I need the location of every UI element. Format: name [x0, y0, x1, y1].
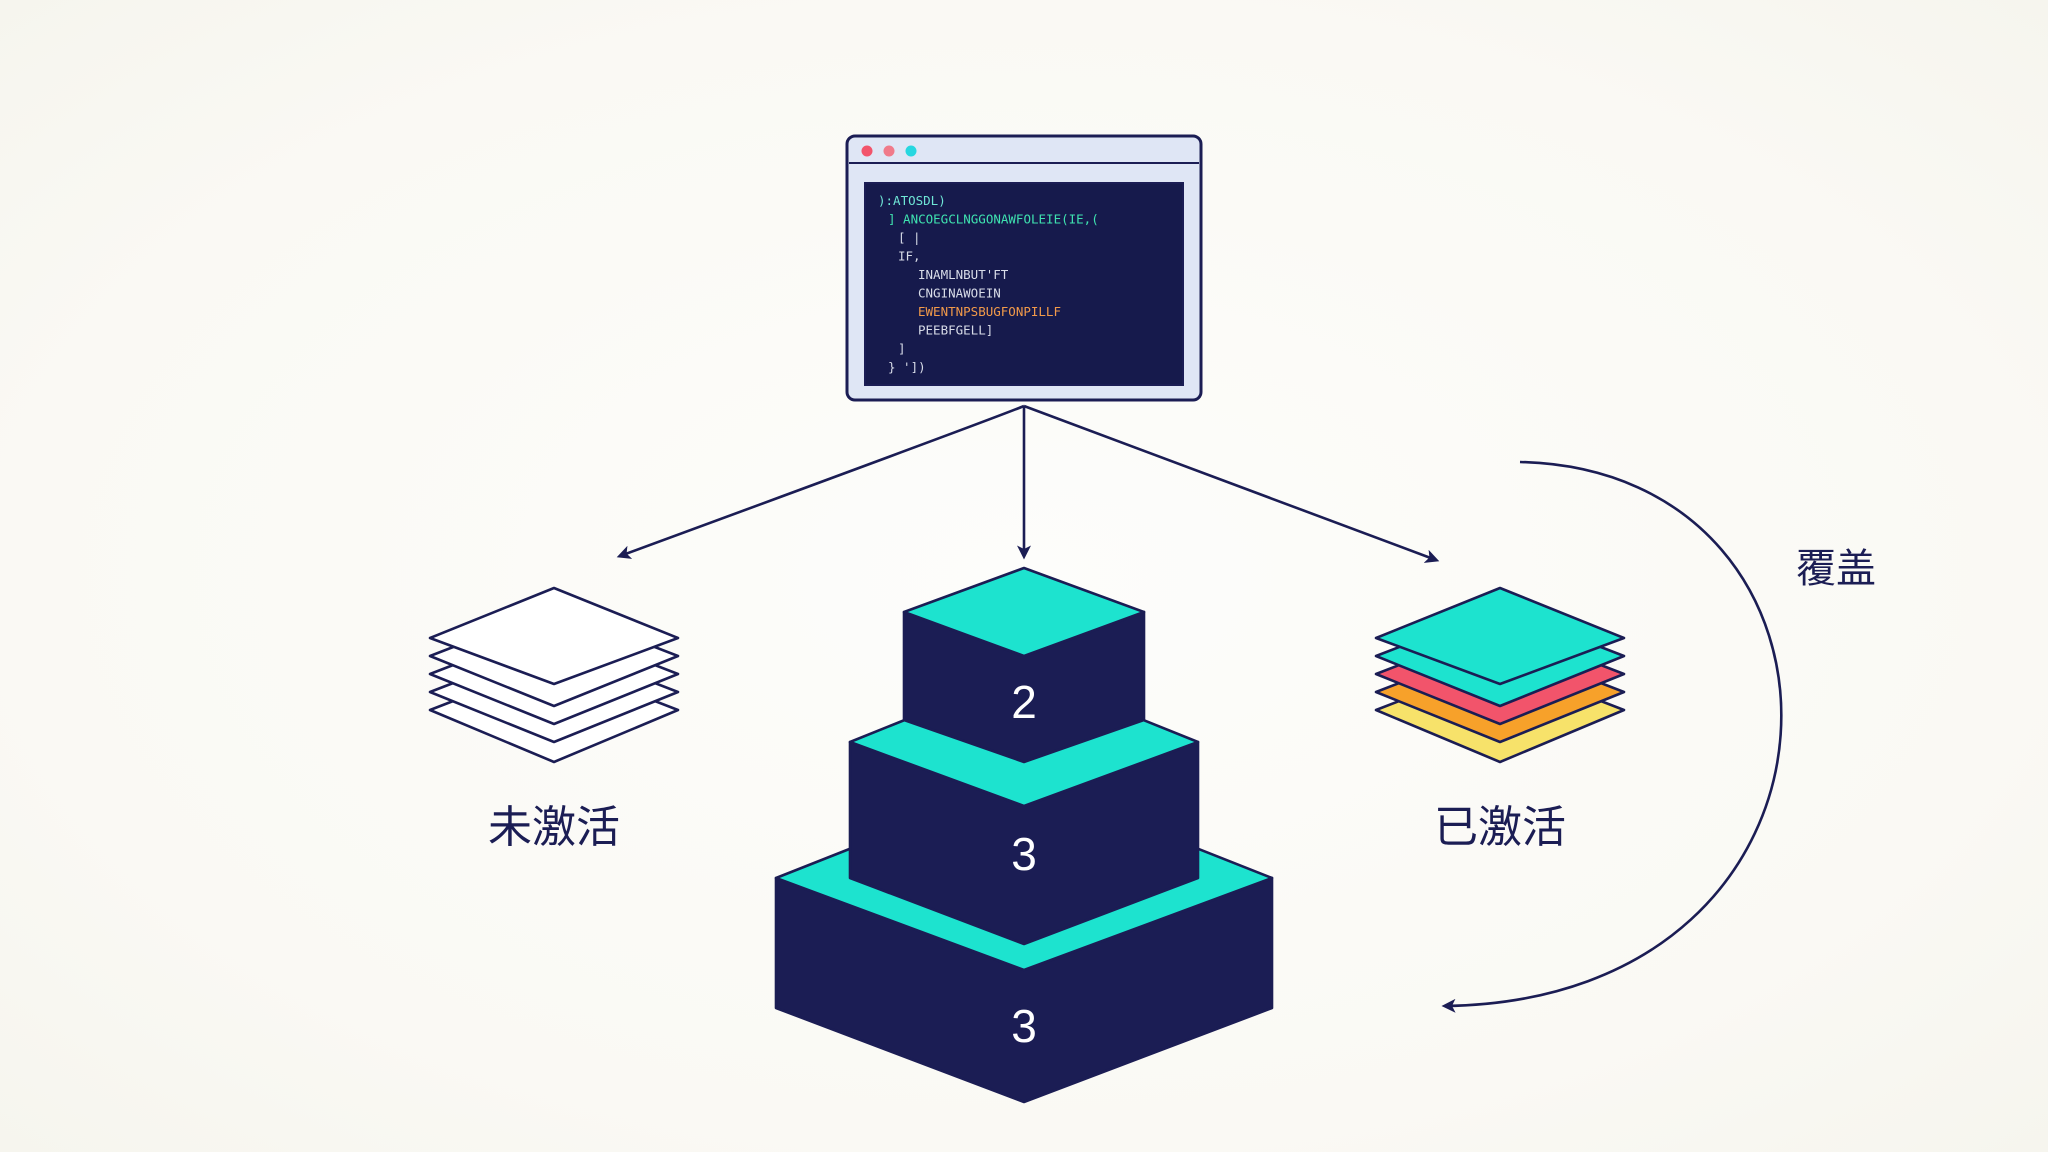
override-label: 覆盖	[1796, 546, 1876, 592]
white-layer-stack-icon	[428, 586, 680, 764]
code-line: ):ATOSDL)	[878, 193, 946, 208]
red-dot-icon	[861, 145, 873, 157]
code-lines: ):ATOSDL) ] ANCOEGCLNGGONAWFOLEIE(IE,( [ |…	[878, 193, 1099, 375]
bottom-block-number: 3	[1011, 1000, 1037, 1052]
code-line: INAMLNBUT'FT	[918, 267, 1009, 282]
arrow-to-inactive-icon	[616, 404, 1025, 559]
colored-layer-stack-icon	[1374, 586, 1626, 764]
code-panel	[864, 182, 1184, 386]
code-line: CNGINAWOEIN	[918, 286, 1001, 301]
code-line: ] ANCOEGCLNGGONAWFOLEIE(IE,(	[888, 212, 1099, 227]
code-line: } '])	[888, 360, 926, 375]
top-block	[902, 566, 1146, 764]
stacked-blocks-icon	[774, 566, 1274, 1104]
pink-dot-icon	[883, 145, 895, 157]
top-block-number: 2	[1011, 676, 1037, 728]
code-line: ]	[898, 341, 906, 356]
active-label: 已激活	[1434, 802, 1566, 853]
inactive-label: 未激活	[488, 802, 620, 853]
cyan-dot-icon	[905, 145, 917, 157]
code-line: EWENTNPSBUGFONPILLF	[918, 304, 1061, 319]
code-line: [ |	[898, 230, 921, 245]
code-editor-window-icon: ):ATOSDL) ] ANCOEGCLNGGONAWFOLEIE(IE,( [ |…	[845, 134, 1203, 402]
code-line: PEEBFGELL]	[918, 323, 993, 338]
code-line: IF,	[898, 249, 921, 264]
middle-block-number: 3	[1011, 828, 1037, 880]
connector-arrows	[616, 404, 1783, 1013]
curved-override-arrow-icon	[1441, 460, 1783, 1013]
arrow-to-active-icon	[1023, 404, 1440, 563]
